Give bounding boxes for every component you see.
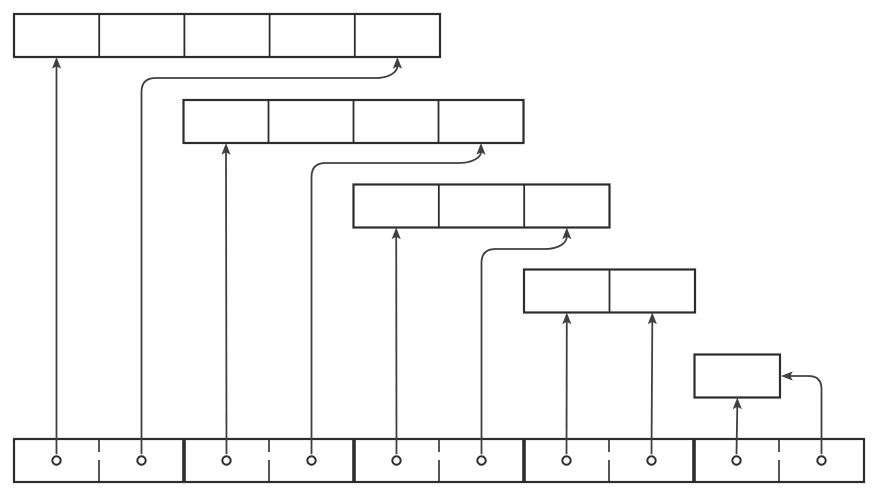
array-row-5	[693, 353, 782, 399]
pointer-circle	[816, 455, 827, 466]
arrowhead-up-icon	[476, 143, 486, 155]
pointer-arrow-elbow	[310, 151, 482, 455]
pointer-circle	[561, 455, 572, 466]
array-row-3	[352, 183, 611, 229]
array-row-1	[12, 12, 442, 59]
arrowhead-up-icon	[221, 143, 231, 155]
arrowhead-up-icon	[562, 227, 572, 240]
pointer-circle	[221, 455, 232, 466]
arrowhead-up-icon	[647, 312, 657, 325]
arrowhead-up-icon	[51, 57, 62, 69]
pointer-arrow-straight	[225, 151, 228, 455]
pointer-arrow-elbow	[140, 65, 399, 455]
arrowhead-up-icon	[732, 397, 742, 410]
pointer-arrow-straight	[735, 406, 739, 455]
arrowhead-up-icon	[392, 57, 402, 69]
pointer-circle	[306, 455, 317, 466]
pointer-circle	[476, 455, 487, 466]
pointer-circle	[391, 455, 402, 466]
arrowhead-up-icon	[391, 227, 401, 240]
arrowhead-up-icon	[562, 312, 572, 325]
pointer-circle	[731, 455, 742, 466]
pointer-circle	[646, 455, 657, 466]
pointer-arrow-elbow	[480, 236, 568, 455]
pointer-circle	[51, 455, 62, 466]
pointer-arrow-elbow-left	[790, 375, 823, 455]
pointer-circle	[136, 455, 147, 466]
pointer-arrow-straight	[650, 321, 654, 455]
arrowhead-left-icon	[781, 371, 793, 381]
